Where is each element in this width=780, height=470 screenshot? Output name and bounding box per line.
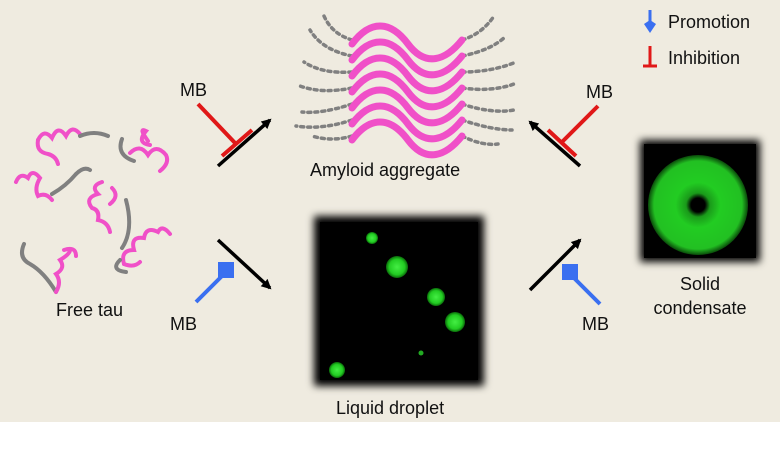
liquid-droplet-label: Liquid droplet: [336, 398, 444, 418]
liquid-droplet-image: [314, 216, 484, 386]
legend-inhibition: Inhibition: [643, 46, 740, 68]
droplet: [329, 362, 345, 378]
tau-molecule: [20, 242, 78, 294]
mb-label-top-right: MB: [586, 82, 613, 102]
condensate-ring: [648, 155, 748, 255]
arrow-tau-to-droplet: [216, 238, 272, 290]
promotion-icon: [644, 10, 656, 33]
tau-molecule: [35, 127, 110, 166]
inhibition-icon: [546, 104, 600, 158]
tau-molecule: [14, 166, 92, 202]
tau-molecule: [87, 180, 132, 250]
legend-promotion: Promotion: [644, 10, 750, 33]
tau-molecule: [114, 226, 172, 274]
inhibition-symbols: [196, 102, 600, 158]
legend-inhibition-label: Inhibition: [668, 48, 740, 68]
mb-label-top-left: MB: [180, 80, 207, 100]
inhibition-icon: [196, 102, 254, 158]
tau-molecule: [118, 128, 170, 173]
arrow-tau-to-aggregate: [216, 118, 272, 168]
promotion-symbols: [194, 262, 602, 306]
aggregate-strands: [348, 22, 466, 159]
solid-condensate-label-line1: Solid: [680, 274, 720, 294]
amyloid-aggregate-label: Amyloid aggregate: [310, 160, 460, 180]
mb-label-bottom-right: MB: [582, 314, 609, 334]
droplet: [445, 312, 465, 332]
arrows: [216, 118, 582, 292]
solid-condensate-label-line2: condensate: [653, 298, 746, 318]
free-tau-label: Free tau: [56, 300, 123, 320]
mb-label-bottom-left: MB: [170, 314, 197, 334]
solid-condensate-image: [640, 140, 760, 262]
droplet: [366, 232, 378, 244]
arrow-condensate-to-aggregate: [528, 120, 582, 168]
inhibition-icon: [643, 46, 657, 68]
legend: Promotion Inhibition: [643, 10, 750, 68]
legend-promotion-label: Promotion: [668, 12, 750, 32]
aggregate-tails-left: [294, 14, 354, 141]
amyloid-aggregate-graphic: [294, 14, 518, 159]
promotion-icon: [194, 262, 234, 304]
arrow-droplet-to-condensate: [528, 238, 582, 292]
droplet: [427, 288, 445, 306]
free-tau-cluster: [14, 127, 172, 294]
droplet: [386, 256, 408, 278]
promotion-icon: [562, 264, 602, 306]
droplet: [418, 350, 424, 356]
